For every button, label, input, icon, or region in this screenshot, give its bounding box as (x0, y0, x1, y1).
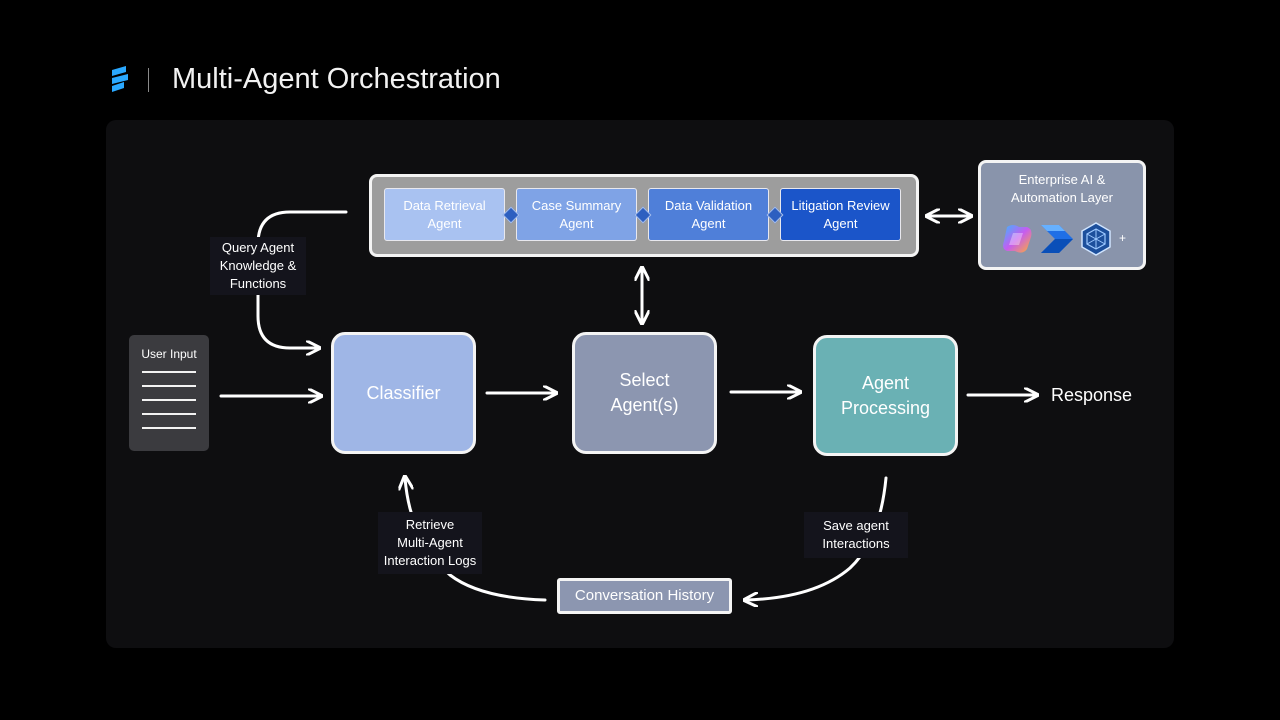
document-line (142, 413, 196, 415)
user-input-label: User Input (141, 347, 197, 361)
power-automate-icon (1041, 225, 1073, 253)
copilot-icon (1003, 225, 1032, 253)
ai-hexagon-icon (1081, 222, 1111, 256)
document-line (142, 371, 196, 373)
page-title: Multi-Agent Orchestration (172, 63, 501, 95)
header-divider (148, 68, 149, 92)
user-input-document: User Input (129, 335, 209, 451)
response-label: Response (1051, 385, 1133, 405)
conversation-history-node[interactable]: Conversation History (557, 578, 732, 614)
more-tools-indicator: + (1119, 231, 1127, 245)
document-line (142, 427, 196, 429)
classifier-node[interactable]: Classifier (331, 332, 476, 454)
enterprise-ai-layer: Enterprise AI & Automation Layer + (978, 160, 1146, 270)
document-line (142, 399, 196, 401)
document-line (142, 385, 196, 387)
brand-logo-icon (110, 64, 130, 96)
